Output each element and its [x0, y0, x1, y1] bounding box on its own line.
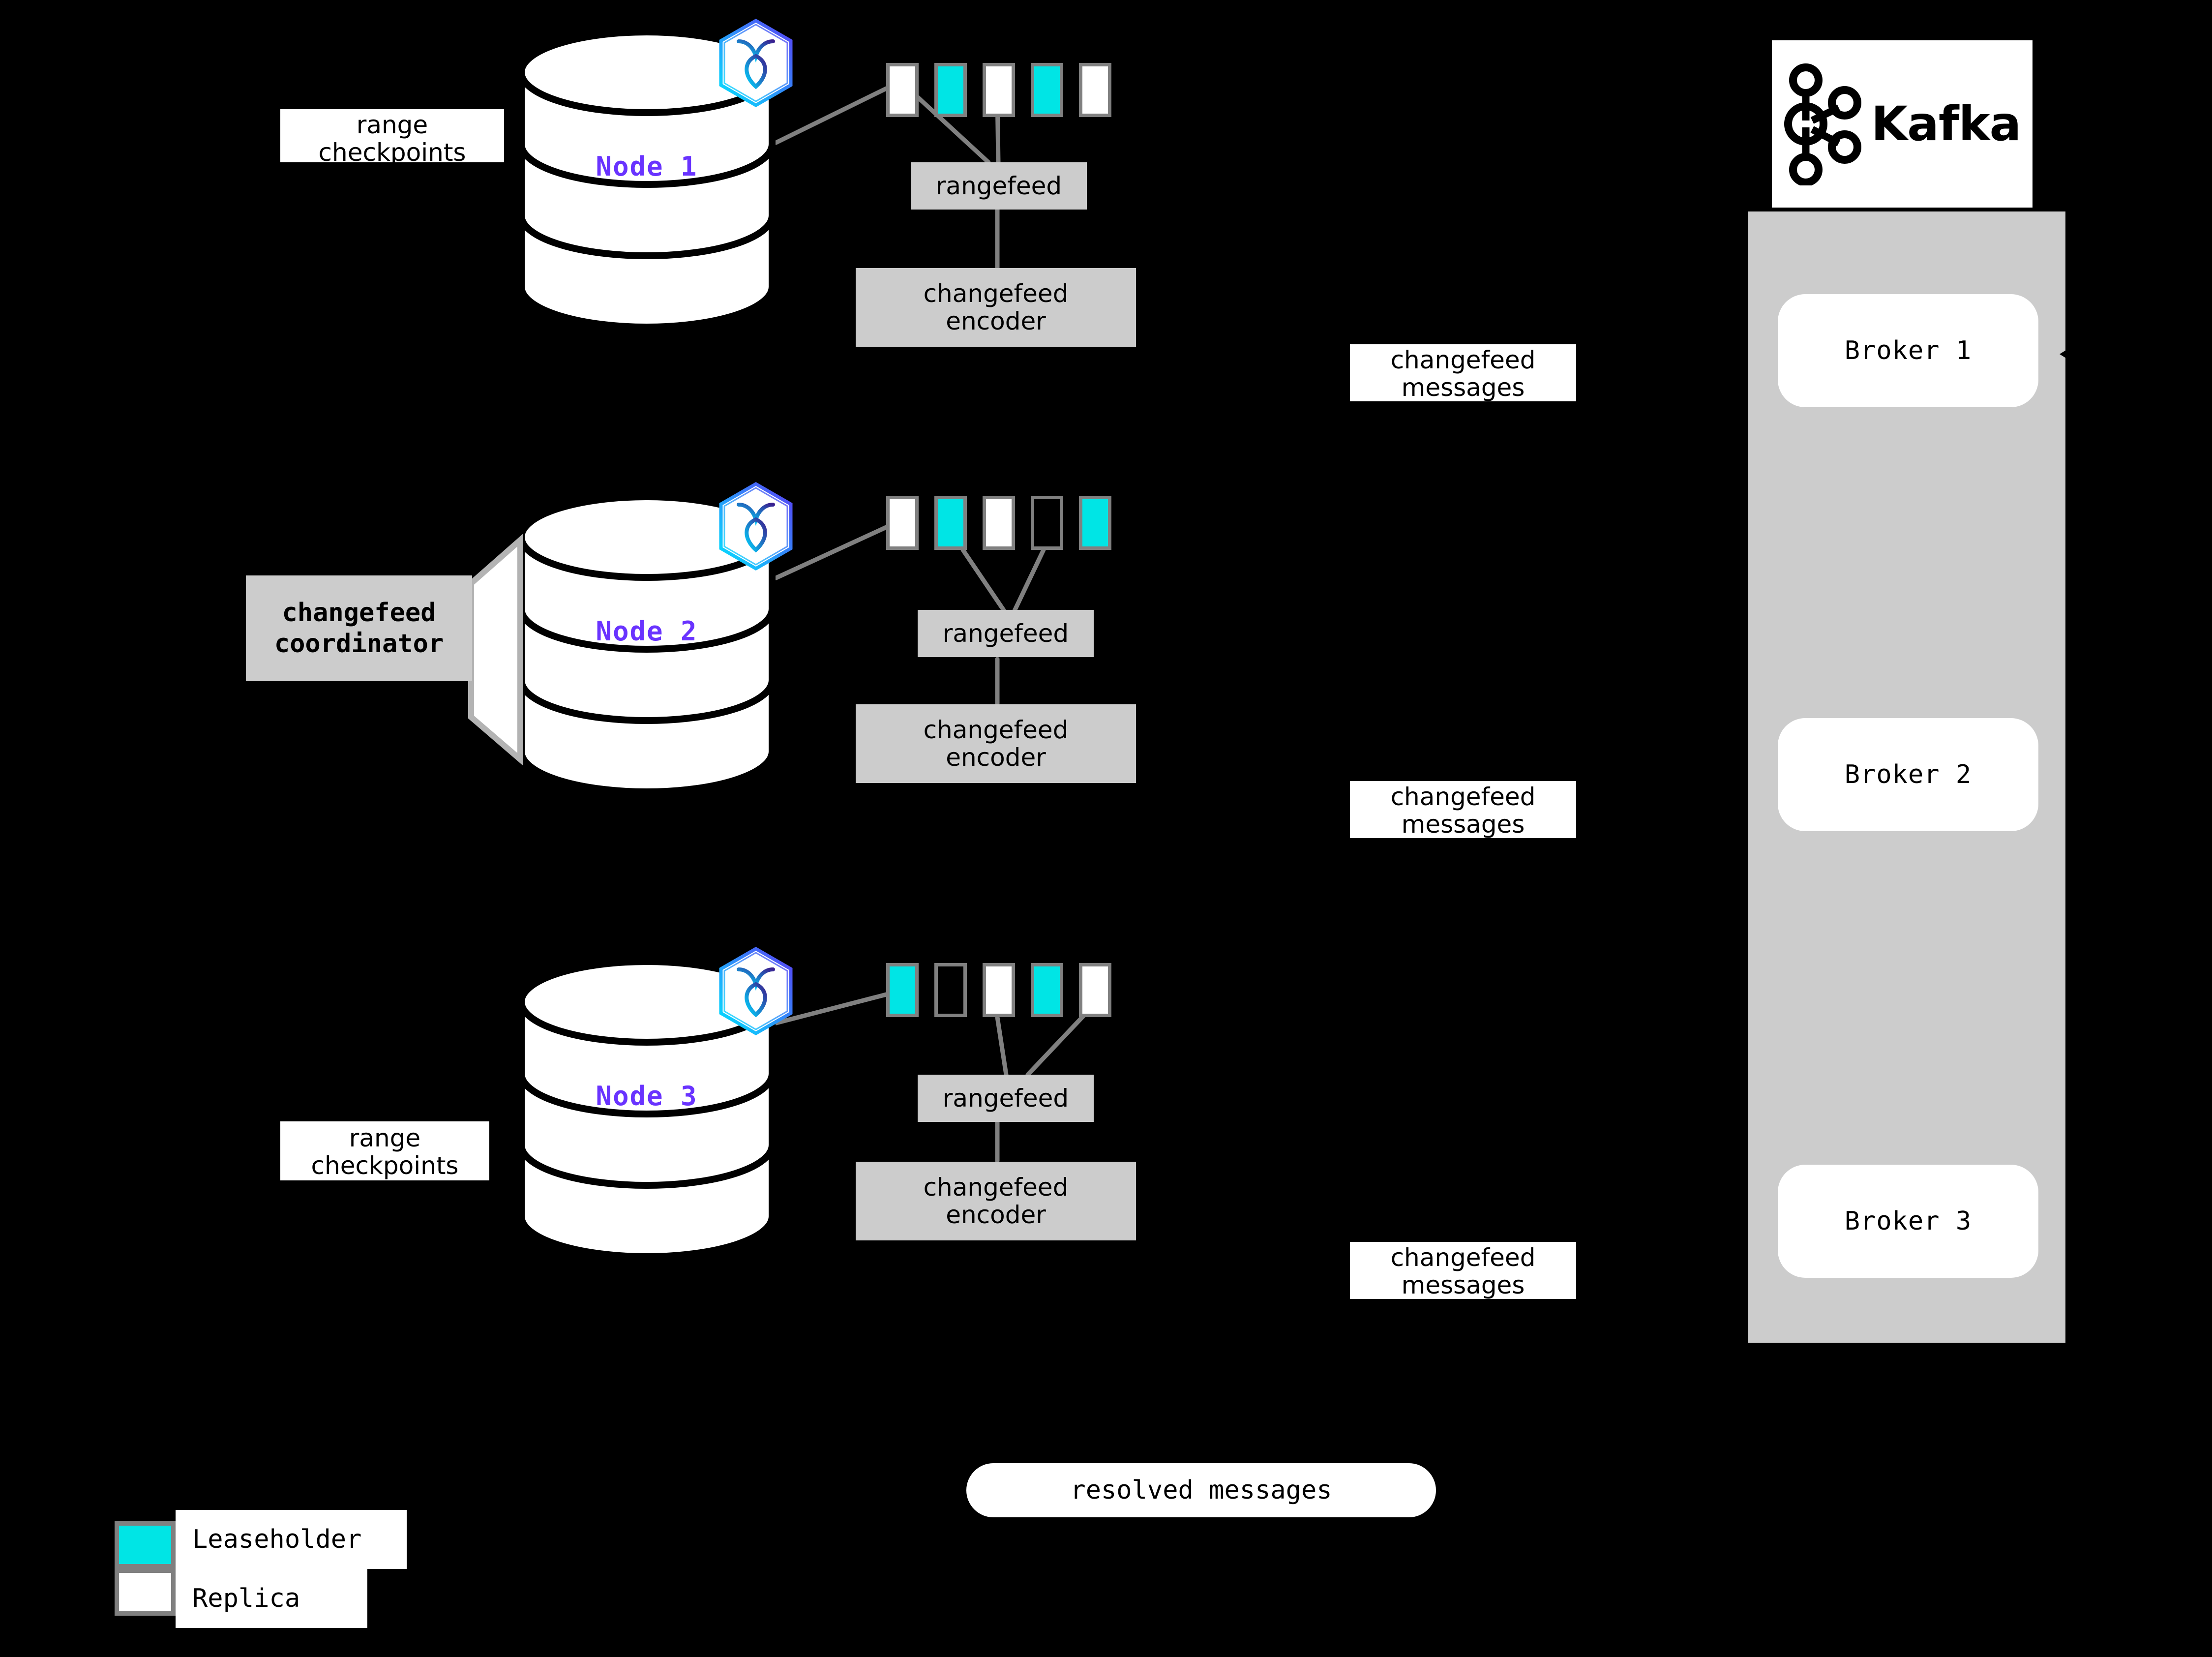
cockroachdb-hex-icon-1 — [709, 14, 803, 112]
range-box[interactable] — [1031, 963, 1063, 1017]
resolved-messages-pill[interactable]: resolved messages — [966, 1463, 1436, 1517]
node-label-2: Node 2 — [596, 616, 698, 647]
range-box[interactable] — [886, 963, 919, 1017]
changefeed-encoder-box-3[interactable]: changefeed encoder — [856, 1162, 1136, 1240]
range-box[interactable] — [934, 496, 967, 550]
range-box[interactable] — [886, 496, 919, 550]
rangefeed-box-3[interactable]: rangefeed — [918, 1075, 1094, 1122]
changefeed-messages-label-1: changefeed messages — [1350, 344, 1576, 401]
range-strip-2 — [886, 496, 1127, 550]
range-checkpoints-label-1: range checkpoints — [280, 109, 504, 162]
range-box[interactable] — [1079, 496, 1111, 550]
changefeed-encoder-box-1[interactable]: changefeed encoder — [856, 268, 1136, 347]
cockroachdb-hex-icon-3 — [709, 942, 803, 1040]
range-box[interactable] — [934, 63, 967, 117]
range-box[interactable] — [1079, 63, 1111, 117]
changefeed-messages-text-2: changefeed messages — [1390, 783, 1536, 838]
node-cylinder-3: Node 3 — [516, 957, 777, 1262]
range-box[interactable] — [886, 63, 919, 117]
node-cylinder-2: Node 2 — [516, 492, 777, 797]
range-box[interactable] — [1079, 963, 1111, 1017]
changefeed-messages-label-3: changefeed messages — [1350, 1242, 1576, 1299]
kafka-logo-icon — [1784, 63, 1861, 185]
range-box[interactable] — [983, 63, 1015, 117]
broker-3[interactable]: Broker 3 — [1778, 1165, 2038, 1278]
node-label-3: Node 3 — [596, 1081, 698, 1112]
node-label-1: Node 1 — [596, 151, 698, 182]
changefeed-messages-text-1: changefeed messages — [1390, 346, 1536, 401]
range-strip-3 — [886, 963, 1127, 1017]
range-checkpoints-text-1: range checkpoints — [318, 111, 466, 162]
rangefeed-box-2[interactable]: rangefeed — [918, 610, 1094, 657]
range-checkpoints-text-3: range checkpoints — [311, 1124, 459, 1180]
kafka-logo-plate: Kafka — [1772, 40, 2033, 208]
cockroachdb-hex-icon-2 — [709, 477, 803, 575]
kafka-wordmark: Kafka — [1871, 96, 2022, 151]
range-checkpoints-label-3: range checkpoints — [280, 1121, 489, 1180]
broker-1[interactable]: Broker 1 — [1778, 294, 2038, 407]
legend-label-replica: Replica — [176, 1569, 367, 1628]
range-box[interactable] — [983, 496, 1015, 550]
changefeed-coordinator-box[interactable]: changefeed coordinator — [246, 575, 472, 681]
changefeed-messages-text-3: changefeed messages — [1390, 1243, 1536, 1299]
range-box[interactable] — [1031, 63, 1063, 117]
changefeed-encoder-box-2[interactable]: changefeed encoder — [856, 704, 1136, 783]
broker-2[interactable]: Broker 2 — [1778, 718, 2038, 831]
range-box[interactable] — [1031, 496, 1063, 550]
rangefeed-box-1[interactable]: rangefeed — [911, 162, 1087, 210]
legend-label-leaseholder: Leaseholder — [176, 1510, 407, 1569]
range-box[interactable] — [983, 963, 1015, 1017]
range-box[interactable] — [934, 963, 967, 1017]
range-strip-1 — [886, 63, 1127, 117]
coordinator-pointer — [468, 534, 523, 765]
legend-swatch-leaseholder — [115, 1521, 176, 1568]
kafka-inbound-arrowhead — [2060, 338, 2085, 370]
changefeed-messages-label-2: changefeed messages — [1350, 781, 1576, 838]
node-cylinder-1: Node 1 — [516, 27, 777, 332]
legend-swatch-replica — [115, 1568, 176, 1616]
